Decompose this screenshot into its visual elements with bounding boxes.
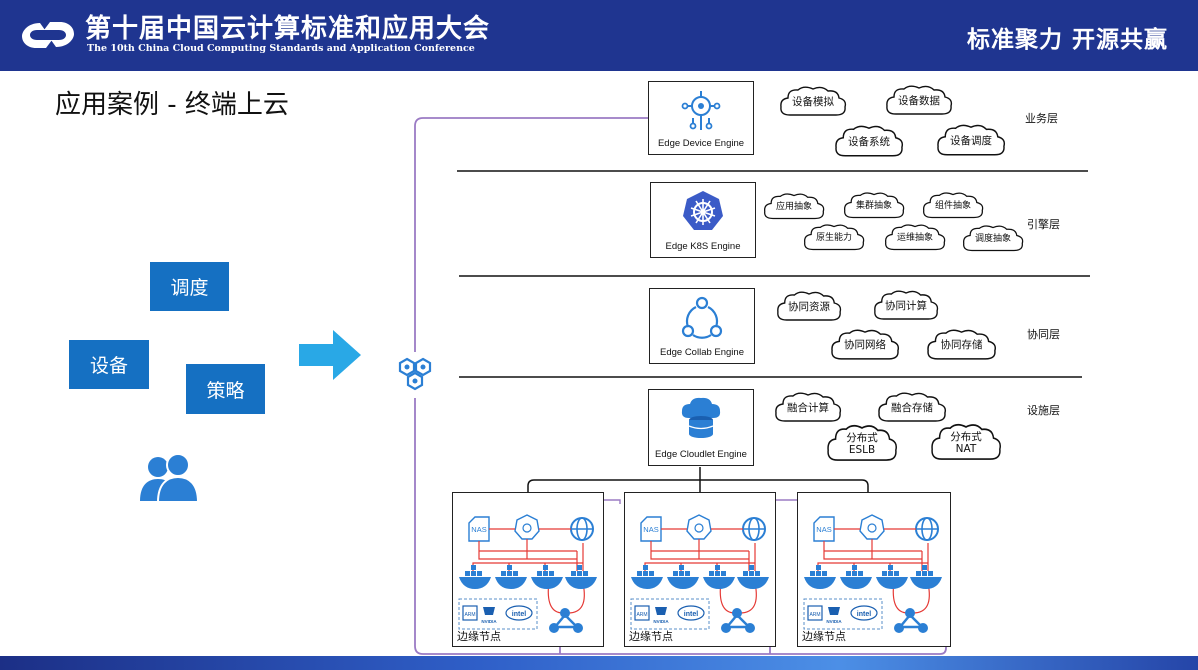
cloud-item: 设备模拟 [778, 85, 848, 119]
layer-label: 引擎层 [1027, 218, 1060, 231]
svg-text:NVIDIA: NVIDIA [481, 619, 497, 624]
svg-text:NAS: NAS [643, 525, 658, 534]
right-arrow-icon [299, 330, 361, 380]
svg-text:intel: intel [857, 611, 871, 618]
edge-node: NAS ARM NVIDIA intel [624, 492, 776, 647]
svg-text:ARM: ARM [464, 612, 475, 618]
svg-text:intel: intel [512, 611, 526, 618]
hub-icon [395, 355, 435, 395]
kubernetes-icon [683, 191, 723, 230]
slogan: 标准聚力 开源共赢 [966, 26, 1168, 53]
svg-text:NVIDIA: NVIDIA [826, 619, 842, 624]
engine-label: Edge Collab Engine [660, 347, 744, 358]
edge-node: NAS ARM NVIDIA intel [797, 492, 951, 647]
footer-band [0, 656, 1198, 670]
slide-title: 应用案例 - 终端上云 [55, 90, 289, 120]
edge-node-topology: NAS ARM NVIDIA intel [458, 514, 597, 633]
conference-subtitle: The 10th China Cloud Computing Standards… [87, 43, 475, 54]
engine-label: Edge Device Engine [657, 138, 745, 149]
svg-text:intel: intel [684, 611, 698, 618]
device-box: 设备 [69, 340, 149, 389]
cloud-database-icon [681, 397, 721, 438]
engine-label: Edge Cloudlet Engine [655, 449, 747, 460]
cloud-item: 协同网络 [829, 328, 901, 363]
svg-text:ARM: ARM [809, 612, 820, 618]
edge-node: NAS ARM NVIDIA intel [452, 492, 604, 647]
layer-label: 协同层 [1027, 328, 1060, 341]
cloud-item: 设备系统 [833, 124, 905, 160]
svg-text:ARM: ARM [636, 612, 647, 618]
svg-text:NAS: NAS [471, 525, 486, 534]
cloud-item: 融合计算 [773, 391, 843, 425]
edge-node-topology: NAS ARM NVIDIA intel [630, 514, 769, 633]
schedule-box: 调度 [150, 262, 229, 311]
edge-node-label: 边缘节点 [802, 630, 846, 643]
device-tree-icon [681, 91, 721, 130]
cloud-item: 原生能力 [802, 223, 866, 253]
cloud-item: 融合存储 [876, 391, 948, 425]
collaboration-icon [681, 296, 723, 339]
edge-cloudlet-engine-box: Edge Cloudlet Engine [648, 389, 754, 466]
edge-node-label: 边缘节点 [457, 630, 501, 643]
cloud-item: 应用抽象 [762, 192, 826, 222]
layer-label: 业务层 [1025, 112, 1058, 125]
edge-node-topology: NAS ARM NVIDIA intel [803, 514, 942, 633]
edge-collab-engine-box: Edge Collab Engine [649, 288, 755, 364]
header-bar: 第十届中国云计算标准和应用大会 The 10th China Cloud Com… [0, 0, 1198, 71]
cloud-item: 集群抽象 [842, 191, 906, 221]
edge-device-engine-box: Edge Device Engine [648, 81, 754, 155]
cloud-item: 协同计算 [872, 289, 940, 323]
conference-title: 第十届中国云计算标准和应用大会 [85, 14, 491, 44]
svg-text:NVIDIA: NVIDIA [653, 619, 669, 624]
cloud-item: 协同存储 [925, 328, 998, 363]
edge-k8s-engine-box: Edge K8S Engine [650, 182, 756, 258]
cloud-item: 设备调度 [935, 123, 1007, 159]
cloud-item: 调度抽象 [961, 224, 1025, 254]
cloud-item: 组件抽象 [921, 191, 985, 221]
engine-label: Edge K8S Engine [665, 241, 741, 252]
conference-logo-icon [22, 22, 74, 48]
cloud-item: 分布式 NAT [929, 422, 1003, 464]
svg-text:NAS: NAS [816, 525, 831, 534]
policy-box: 策略 [186, 364, 265, 414]
cloud-item: 分布式 ESLB [825, 423, 899, 465]
cloud-item: 协同资源 [775, 290, 843, 324]
cloud-item: 设备数据 [884, 84, 954, 118]
layer-label: 设施层 [1027, 404, 1060, 417]
users-icon [140, 453, 200, 503]
cloud-item: 运维抽象 [883, 223, 947, 253]
edge-node-label: 边缘节点 [629, 630, 673, 643]
